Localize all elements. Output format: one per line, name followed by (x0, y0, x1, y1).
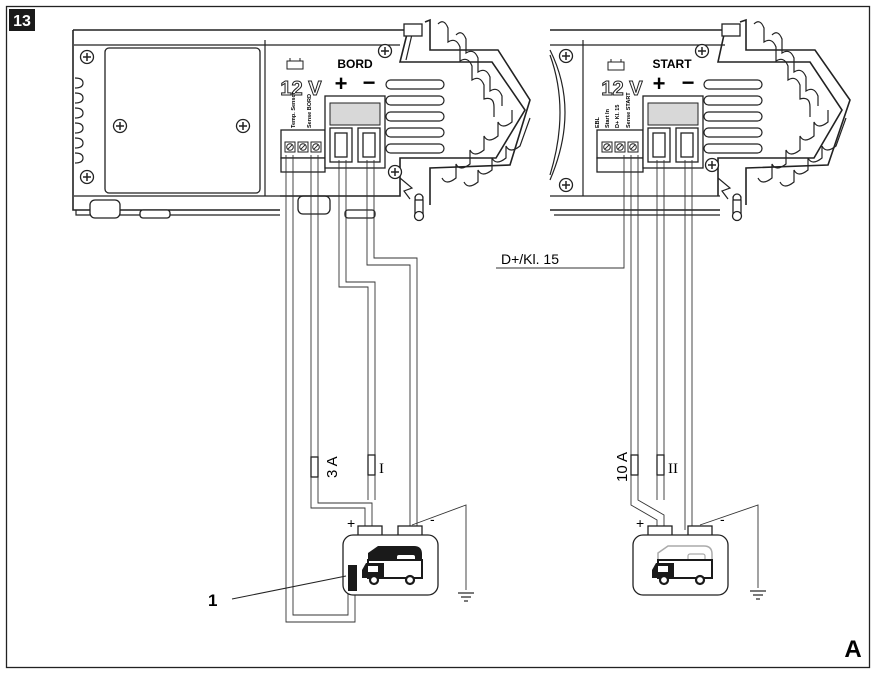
left-voltage-label: 12 V (280, 78, 322, 100)
figure-number: 13 (13, 13, 31, 30)
screw-icon (235, 118, 251, 134)
corner-letter: A (844, 636, 861, 663)
screw-icon (377, 43, 393, 59)
screw-icon (112, 118, 128, 134)
fuse-10a-label: 10 A (614, 452, 631, 482)
fuse-i-label: I (379, 461, 384, 477)
left-charger-unit: 12 V BORD + − Temp. Sensor Sense BORD (72, 18, 531, 222)
fuse-3a-label: 3 A (324, 456, 341, 478)
left-small-label: Temp. Sensor (291, 91, 297, 128)
screw-icon (558, 177, 574, 193)
right-charger-unit: 12 V START + − EBL Start In D+ Kl. 15 Se… (549, 18, 851, 222)
battery-glyph-icon (607, 59, 625, 71)
battery-glyph-icon (286, 58, 304, 70)
right-minus-symbol: − (682, 70, 695, 95)
left-minus-symbol: − (363, 70, 376, 95)
right-small-label: D+ Kl. 15 (615, 105, 621, 128)
right-small-label: Sense START (626, 92, 632, 128)
left-plus-symbol: + (335, 71, 348, 96)
screw-icon (79, 49, 95, 65)
camper-truck-outline-icon (652, 545, 713, 586)
left-side-vents (74, 77, 84, 164)
ground-icon (749, 590, 767, 600)
screw-icon (79, 169, 95, 185)
right-small-label: Start In (605, 108, 611, 128)
left-small-label: Sense BORD (307, 94, 313, 128)
callout-1: 1 (208, 575, 347, 610)
right-heatsink-fins (739, 18, 851, 205)
right-battery-minus-label: - (720, 511, 725, 527)
left-battery-plus-label: + (347, 515, 355, 531)
fuse-i (367, 454, 376, 476)
fuse-ii-label: II (668, 461, 678, 477)
screw-icon (694, 43, 710, 59)
fuse-ii (656, 454, 665, 476)
left-wiring: 3 A I (285, 155, 475, 623)
left-foot (139, 209, 171, 219)
left-foot (89, 199, 121, 219)
right-battery-plus-label: + (636, 515, 644, 531)
right-voltage-label: 12 V (601, 78, 643, 100)
signal-label: D+/Kl. 15 (501, 251, 559, 267)
callout-number: 1 (208, 591, 217, 610)
left-earth-lug (399, 177, 425, 222)
screw-icon (558, 48, 574, 64)
left-terminal-name: BORD (337, 57, 373, 71)
screw-icon (387, 164, 403, 180)
figure-number-badge: 13 (9, 9, 35, 31)
right-terminal-name: START (652, 57, 692, 71)
right-small-label: EBL (595, 116, 601, 128)
left-battery-minus-label: - (430, 511, 435, 527)
right-battery: + - (632, 511, 729, 596)
left-cover-plate (104, 47, 261, 194)
screw-icon (704, 157, 720, 173)
right-wiring: D+/Kl. 15 10 A II (496, 155, 767, 600)
left-battery: + - (342, 511, 439, 596)
figure-frame (5, 5, 871, 669)
temperature-sensor-icon (348, 565, 357, 591)
fuse-10a (630, 454, 639, 476)
left-heatsink-fins (424, 18, 531, 205)
fuse-3a (310, 456, 319, 478)
right-earth-lug (717, 177, 743, 222)
ground-icon (457, 592, 475, 602)
camper-truck-icon (362, 546, 423, 586)
right-plus-symbol: + (653, 71, 666, 96)
